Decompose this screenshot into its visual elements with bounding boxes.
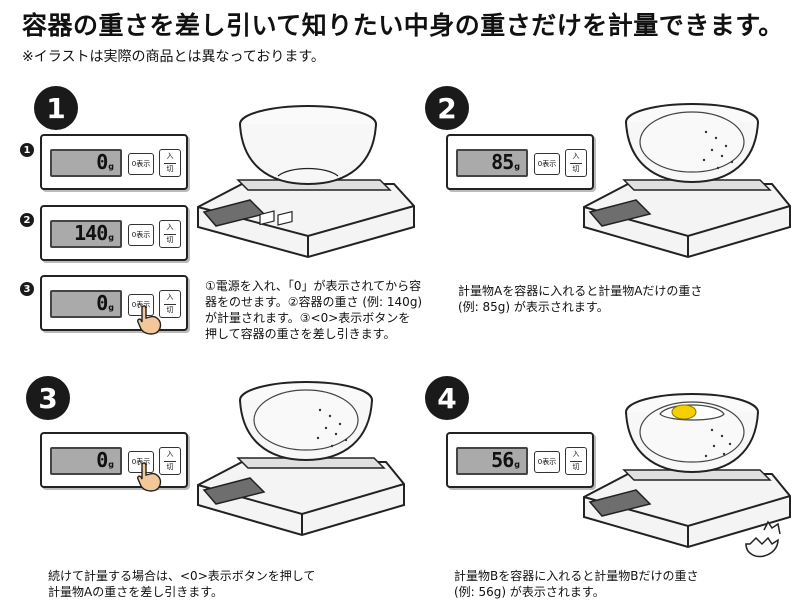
step-badge-2: 2 (425, 86, 469, 130)
zero-display-button[interactable]: 0表示 (534, 153, 560, 175)
scale-illustration-2 (576, 94, 796, 266)
pointing-hand-icon (137, 305, 162, 335)
scale-illustration-4 (576, 384, 796, 556)
step-badge-4: 4 (425, 376, 469, 420)
scale-illustration-1 (190, 94, 420, 266)
broken-eggshell-icon (745, 520, 781, 558)
power-button[interactable]: 入切 (159, 290, 181, 318)
scale-illustration-3 (190, 372, 410, 544)
page-subtitle: ※イラストは実際の商品とは異なっております。 (22, 49, 325, 65)
zero-display-button[interactable]: 0表示 (128, 153, 154, 175)
zero-display-button[interactable]: 0表示 (128, 451, 154, 473)
page-title: 容器の重さを差し引いて知りたい中身の重さだけを計量できます。 (22, 11, 784, 40)
power-button[interactable]: 入切 (159, 149, 181, 177)
power-button[interactable]: 入切 (159, 447, 181, 475)
step-1-caption: ①電源を入れ、「0」が表示されてから容 器をのせます。②容器の重さ (例: 14… (205, 279, 423, 341)
zero-display-button[interactable]: 0表示 (128, 294, 154, 316)
power-button[interactable]: 入切 (565, 149, 587, 177)
sub-step-marker-1: 1 (20, 143, 34, 157)
step-4-caption: 計量物Bを容器に入れると計量物Bだけの重さ (例: 56g) が表示されます。 (454, 569, 699, 599)
step-badge-3: 3 (26, 376, 70, 420)
step-2-caption: 計量物Aを容器に入れると計量物Aだけの重さ (例: 85g) が表示されます。 (458, 284, 703, 314)
power-button[interactable]: 入切 (565, 447, 587, 475)
zero-display-button[interactable]: 0表示 (534, 451, 560, 473)
sub-step-marker-2: 2 (20, 213, 34, 227)
power-button[interactable]: 入切 (159, 220, 181, 248)
zero-display-button[interactable]: 0表示 (128, 224, 154, 246)
pointing-hand-icon (137, 462, 162, 492)
step-badge-1: 1 (34, 86, 78, 130)
step-3-caption: 続けて計量する場合は、<0>表示ボタンを押して 計量物Aの重さを差し引きます。 (48, 569, 316, 599)
sub-step-marker-3: 3 (20, 282, 34, 296)
